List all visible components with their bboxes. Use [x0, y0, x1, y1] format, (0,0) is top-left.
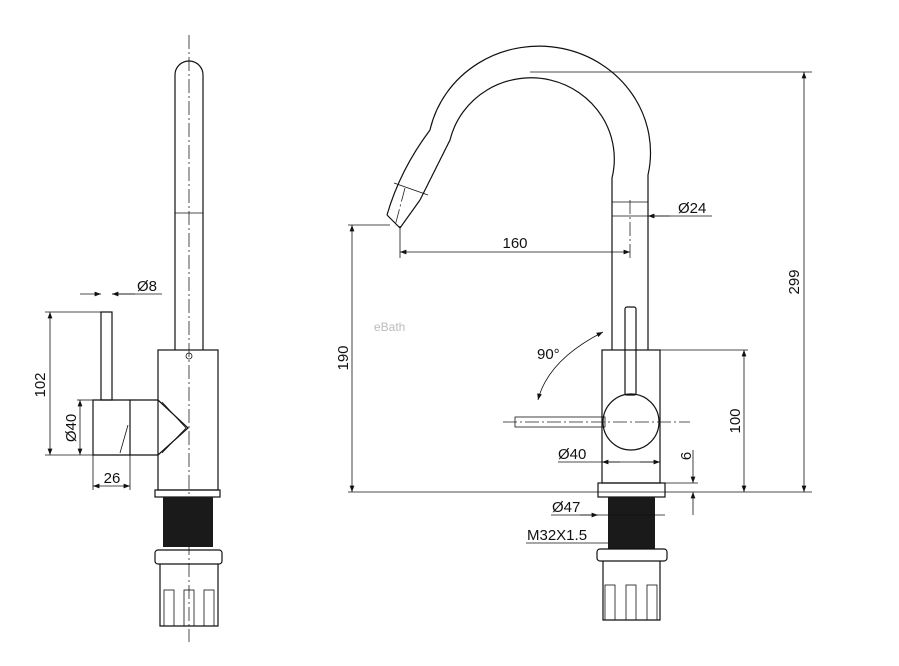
front-body [601, 349, 661, 484]
dim-handle-depth: 26 [104, 470, 121, 487]
side-thread [163, 497, 213, 547]
side-flange [154, 549, 223, 565]
dim-base-thickness: 6 [678, 452, 695, 460]
side-lever-joint [130, 399, 189, 456]
front-bottom-fitting [602, 561, 661, 621]
side-view: Ø8 102 Ø40 26 [32, 35, 223, 642]
dim-lever-diameter: Ø8 [137, 278, 157, 295]
front-base-plate [597, 482, 666, 498]
dim-spout-clearance: 190 [335, 345, 352, 370]
front-lever [624, 306, 637, 396]
dim-spout-diameter: Ø24 [678, 200, 706, 217]
side-body [157, 349, 219, 491]
front-aerator [386, 199, 421, 229]
front-view: 299 190 100 160 Ø24 90° Ø40 6 Ø47 M32X1.… [335, 45, 812, 621]
front-spout-outer [386, 45, 652, 350]
side-lever-handle [92, 399, 131, 456]
front-thread [608, 497, 655, 549]
dim-rotation: 90° [537, 346, 560, 363]
side-body-dot [185, 352, 193, 360]
side-lever-stem [100, 311, 113, 401]
dim-spout-reach: 160 [502, 235, 527, 252]
side-base-plate [154, 489, 221, 498]
dim-total-height: 299 [786, 269, 803, 294]
dim-handle-diameter: Ø40 [63, 414, 80, 442]
front-flange [596, 548, 668, 562]
side-spout [174, 60, 204, 350]
dim-body-height: 100 [727, 408, 744, 433]
dim-lever-height: 102 [32, 372, 49, 397]
dim-thread: M32X1.5 [527, 527, 587, 544]
front-spout-inner [419, 77, 615, 350]
dim-body-diameter: Ø40 [558, 446, 586, 463]
watermark: eBath [374, 320, 405, 334]
dim-base-diameter: Ø47 [552, 499, 580, 516]
